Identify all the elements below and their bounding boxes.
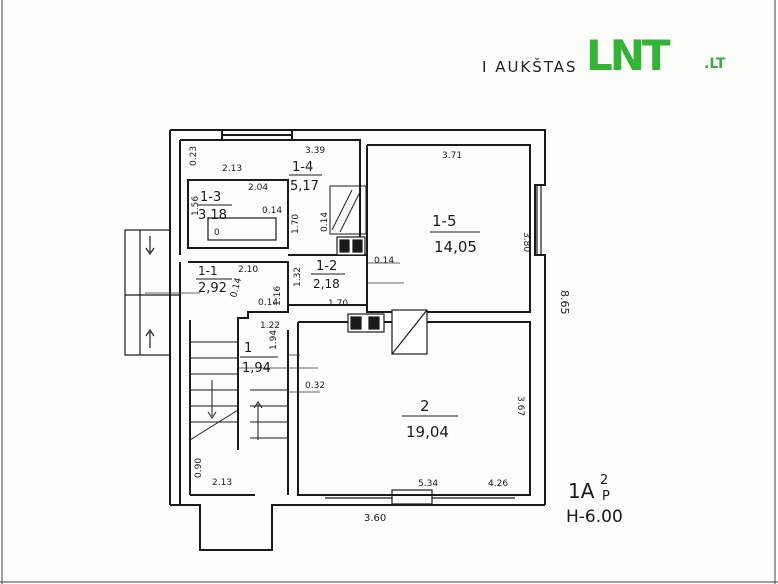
dim-204: 2.04 <box>248 183 268 193</box>
stamp-subscript: P <box>602 489 610 504</box>
room-labels: 1-4 5,17 1-3 3,18 1-5 14,05 1-1 2,92 1-2… <box>196 160 480 441</box>
room-1-4-id: 1-4 <box>292 160 313 175</box>
logo-tld: .LT <box>704 56 726 72</box>
dim-132: 1.32 <box>293 267 303 287</box>
wall-stair-left <box>179 262 191 505</box>
bottom-window <box>325 489 515 505</box>
room-1-1-area: 2,92 <box>198 281 227 296</box>
stamp-superscript: 2 <box>600 473 608 488</box>
dim-014a: 0.14 <box>262 206 282 216</box>
left-balcony <box>124 229 180 356</box>
outer-wall-top-right <box>170 129 546 505</box>
top-window <box>221 130 293 140</box>
room-1-3-area: 3,18 <box>198 208 227 223</box>
dim-213b: 2.13 <box>212 478 232 488</box>
dim-032: 0.32 <box>305 381 325 391</box>
wall-room-1-3 <box>187 179 289 249</box>
dim-380: 3.80 <box>521 232 531 252</box>
fixture-label: 0 <box>214 228 220 238</box>
room-1-5-id: 1-5 <box>432 212 457 230</box>
room-1-2-id: 1-2 <box>316 259 337 274</box>
arrow-up-icon <box>145 328 155 348</box>
dimension-labels: 3.39 0.23 2.13 2.04 1.56 0.14 1.70 0.14 … <box>189 146 571 524</box>
dim-339: 3.39 <box>305 146 325 156</box>
chimneys <box>336 236 428 355</box>
dim-023: 0.23 <box>189 146 199 166</box>
dim-014b: 0.14 <box>320 212 330 232</box>
arrow-down-icon <box>145 236 155 256</box>
entrance-porch <box>170 504 300 551</box>
dim-371: 3.71 <box>442 151 462 161</box>
room-2-id: 2 <box>420 397 430 415</box>
room-1-1-id: 1-1 <box>198 264 218 278</box>
floor-title: I AUKŠTAS <box>482 58 578 76</box>
dim-210: 2.10 <box>238 265 258 275</box>
dim-116: 1.16 <box>273 286 283 306</box>
wall-room-1-5 <box>366 144 531 313</box>
dim-156: 1.56 <box>191 196 201 216</box>
balcony-outline <box>124 229 171 356</box>
dimension-lines <box>145 262 404 393</box>
stair-arrow-down-icon <box>207 380 217 419</box>
dim-014c: 0.14 <box>229 277 244 299</box>
bath-fixture <box>207 217 277 241</box>
wall-room-2 <box>297 321 531 496</box>
room-1-4-area: 5,17 <box>290 179 319 194</box>
room-1-5-area: 14,05 <box>434 238 477 256</box>
stamp: 1A 2 P H-6.00 <box>566 473 623 527</box>
lnt-logo[interactable]: LNT .LT <box>586 34 736 78</box>
dim-213: 2.13 <box>222 164 242 174</box>
room-1-2-area: 2,18 <box>313 277 340 291</box>
room-1-area: 1,94 <box>242 361 271 376</box>
dim-194: 1.94 <box>269 330 279 350</box>
stair-arrow-up-icon <box>253 401 263 440</box>
dim-090: 0.90 <box>194 458 204 478</box>
dim-865: 8.65 <box>558 290 571 315</box>
dim-122: 1.22 <box>260 321 280 331</box>
dim-170a: 1.70 <box>291 214 301 234</box>
room-2-area: 19,04 <box>406 423 449 441</box>
logo-text: LNT <box>586 31 671 80</box>
stamp-height: H-6.00 <box>566 507 623 527</box>
dim-360: 3.60 <box>364 513 386 524</box>
dim-014e: 0.14 <box>374 256 394 266</box>
stamp-code: 1A <box>568 479 595 503</box>
right-window <box>536 185 542 255</box>
wall-room-1-4 <box>180 139 361 255</box>
room-1-3-id: 1-3 <box>200 190 221 205</box>
room-1-id: 1 <box>244 341 252 356</box>
staircase <box>189 341 288 441</box>
dim-014d: 0.14 <box>258 298 278 308</box>
wall-room-1-1 <box>188 261 289 450</box>
dim-170b: 1.70 <box>328 299 348 309</box>
duct-hatch <box>329 185 367 235</box>
dim-367: 3.67 <box>515 396 525 416</box>
dim-426: 4.26 <box>488 479 508 489</box>
dim-534: 5.34 <box>418 479 438 489</box>
